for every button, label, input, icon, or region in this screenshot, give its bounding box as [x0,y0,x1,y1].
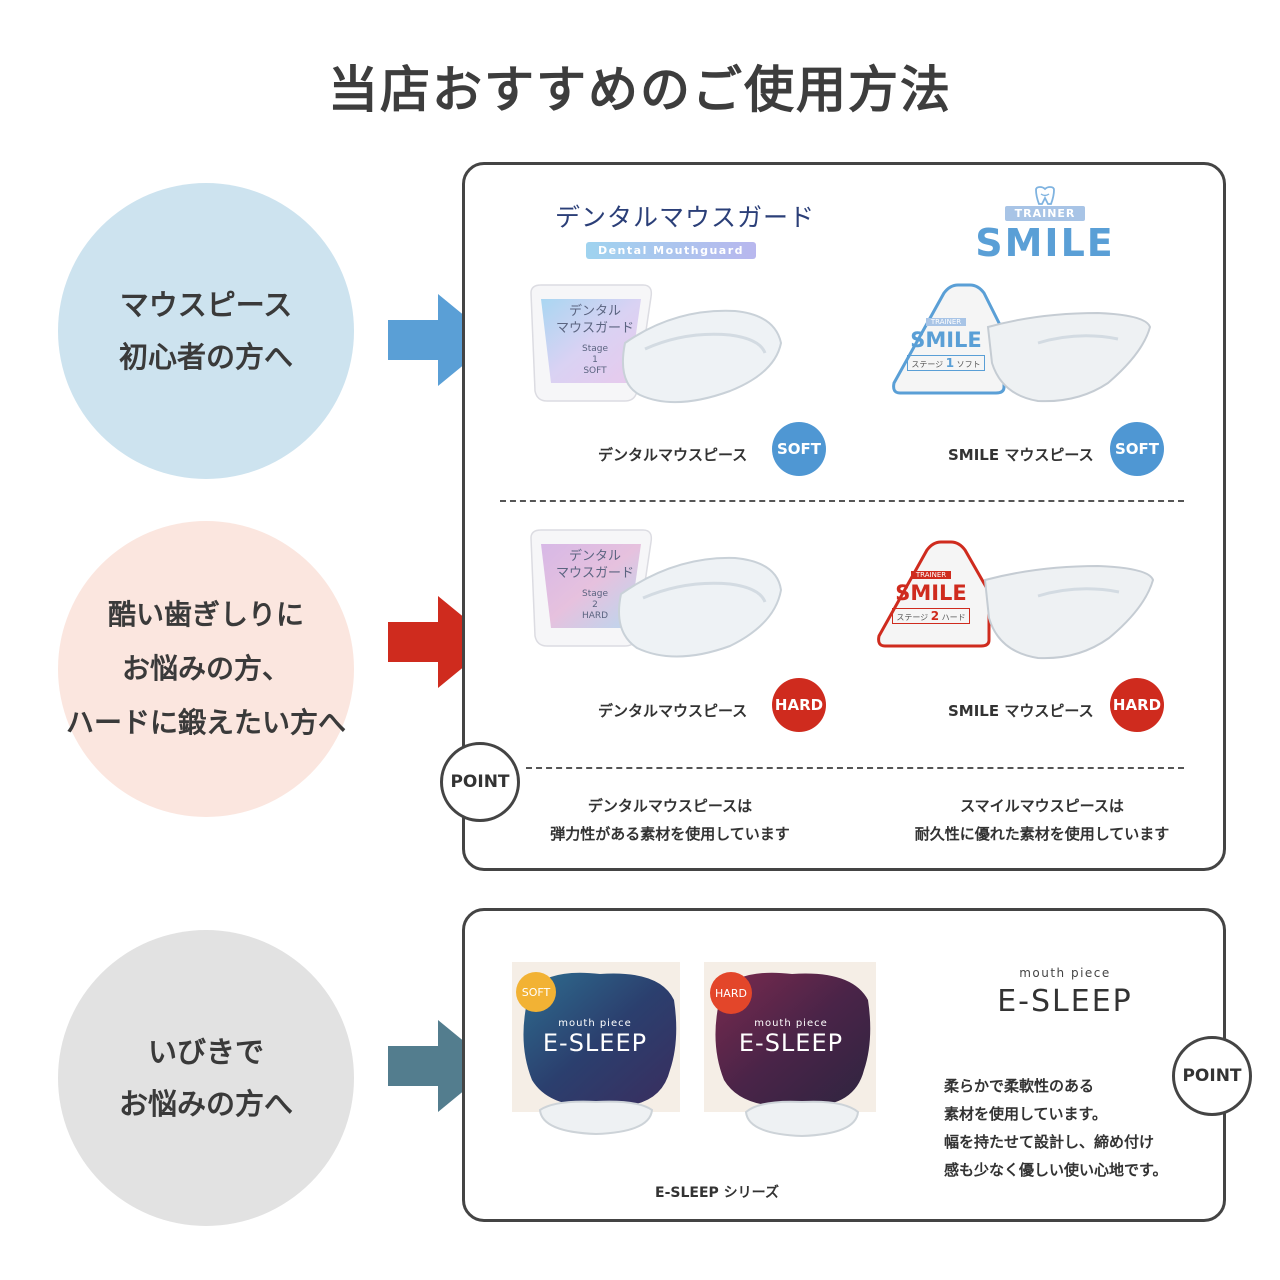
smile-hard-product-image: TRAINER SMILE ステージ 2 ハード [873,540,1158,675]
category-line: お悩みの方、 [121,652,290,685]
smile-brand-logo: TRAINER SMILE [975,186,1115,263]
desc-line: 幅を持たせて設計し、締め付け [944,1133,1155,1151]
note-line: デンタルマウスピースは [587,797,753,815]
box-name: E-SLEEP [542,1029,648,1057]
category-line: マウスピース [119,288,293,322]
box-grade: ハード [941,613,966,622]
box-text: マウスガード [555,566,634,581]
esleep-soft-product-image: SOFT mouth piece E-SLEEP [510,960,682,1140]
category-beginner: マウスピース 初心者の方へ [58,183,354,479]
divider [526,767,1184,769]
box-text: デンタル [568,549,621,564]
desc-line: 感も少なく優しい使い心地です。 [944,1161,1168,1179]
category-line: お悩みの方へ [118,1087,293,1121]
smile-brand-name: SMILE [975,221,1115,265]
esleep-hard-product-image: HARD mouth piece E-SLEEP [702,960,882,1140]
desc-line: 柔らかで柔軟性のある [944,1077,1095,1095]
smile-note: スマイルマウスピースは 耐久性に優れた素材を使用しています [882,792,1202,848]
box-trainer: TRAINER [910,571,952,579]
category-snoring: いびきで お悩みの方へ [58,930,354,1226]
note-line: 弾力性がある素材を使用しています [550,825,790,843]
box-stage: Stage [581,344,608,354]
soft-badge: SOFT [516,972,556,1012]
point-badge: POINT [1172,1036,1252,1116]
box-stage: ステージ [896,613,929,622]
box-grade: HARD [581,611,609,621]
category-line: ハードに鍛えたい方へ [65,706,346,739]
box-name: SMILE [910,328,982,352]
box-stage-no: 2 [592,600,598,610]
box-name: SMILE [895,581,967,605]
box-trainer: TRAINER [925,318,967,326]
box-stage-no: 1 [592,355,598,365]
dental-hard-product-image: デンタル マウスガード Stage 2 HARD [525,528,785,668]
esleep-description: 柔らかで柔軟性のある 素材を使用しています。 幅を持たせて設計し、締め付け 感も… [944,1072,1168,1184]
esleep-brand-mp: mouth piece [1019,966,1111,980]
divider [500,500,1184,502]
arrow-right-icon [388,1020,494,1112]
product-panel-mouthpiece [462,162,1226,871]
soft-badge: SOFT [1110,422,1164,476]
box-stage-no: 1 [945,356,955,370]
hard-badge: HARD [710,972,752,1014]
dental-brand-en: Dental Mouthguard [585,242,757,259]
category-line: 酷い歯ぎしりに [107,598,304,631]
hard-badge: HARD [772,678,826,732]
arrow-right-icon [388,596,494,688]
dental-brand-jp: デンタルマウスガード [555,203,816,232]
esleep-series-label: E-SLEEP シリーズ [655,1185,779,1201]
box-text: デンタル [568,304,621,319]
box-name: E-SLEEP [738,1029,844,1057]
box-mp: mouth piece [558,1018,632,1029]
page-title: 当店おすすめのご使用方法 [328,61,952,119]
note-line: スマイルマウスピースは [960,797,1124,815]
dental-brand-logo: デンタルマウスガード Dental Mouthguard [555,198,816,259]
arrow-right-icon [388,294,494,386]
esleep-brand-name: E-SLEEP [997,984,1133,1019]
category-line: いびきで [147,1035,264,1069]
tooth-icon [1035,186,1055,205]
smile-soft-product-image: TRAINER SMILE ステージ 1 ソフト [888,283,1158,413]
product-label: デンタルマウスピース [598,702,748,720]
category-line: 初心者の方へ [118,340,293,374]
dental-note: デンタルマウスピースは 弾力性がある素材を使用しています [520,792,820,848]
box-stage-no: 2 [930,609,940,623]
soft-badge: SOFT [772,422,826,476]
box-stage: ステージ [911,360,944,369]
box-stage: Stage [581,589,608,599]
point-badge: POINT [440,742,520,822]
desc-line: 素材を使用しています。 [944,1105,1108,1123]
product-label: SMILE マウスピース [948,446,1094,464]
box-grade: ソフト [956,360,981,369]
note-line: 耐久性に優れた素材を使用しています [914,825,1170,843]
product-label: デンタルマウスピース [598,446,748,464]
box-text: マウスガード [555,321,634,336]
product-label: SMILE マウスピース [948,702,1094,720]
dental-soft-product-image: デンタル マウスガード Stage 1 SOFT [525,283,785,418]
box-grade: SOFT [583,366,607,376]
box-mp: mouth piece [754,1018,828,1029]
smile-brand-trainer: TRAINER [1004,206,1086,221]
category-grinding: 酷い歯ぎしりに お悩みの方、 ハードに鍛えたい方へ [58,521,354,817]
hard-badge: HARD [1110,678,1164,732]
esleep-brand-logo: mouth piece E-SLEEP [980,966,1150,1019]
